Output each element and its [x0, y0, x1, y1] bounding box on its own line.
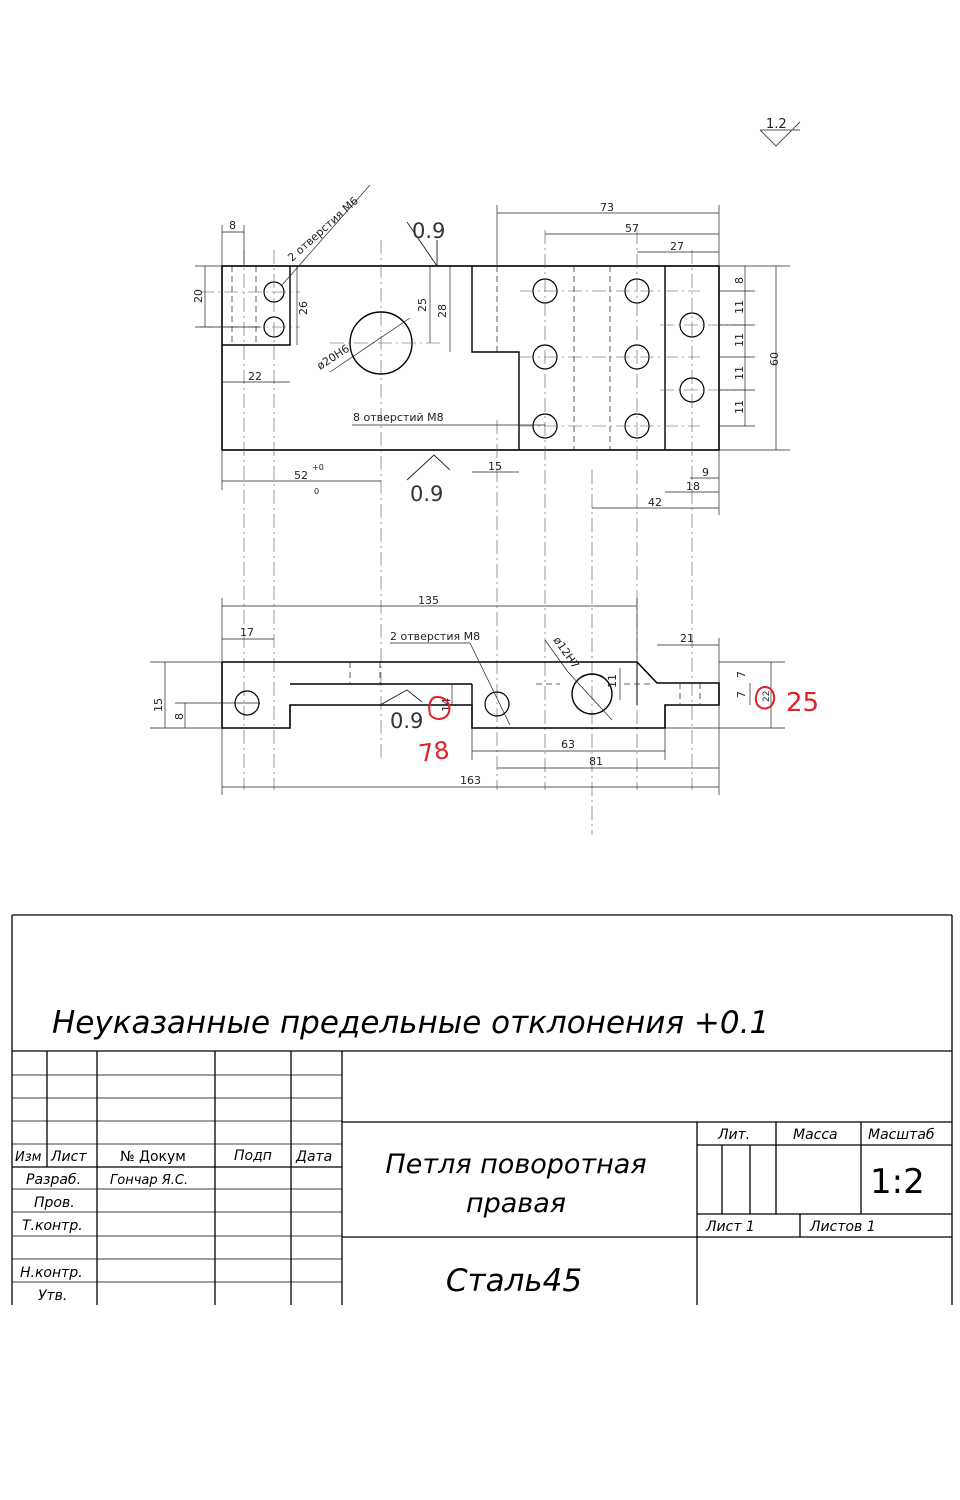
- label-utv: Утв.: [38, 1288, 67, 1304]
- surface-finish-label: 1.2: [766, 117, 787, 132]
- dim-22-front: 22: [762, 691, 772, 702]
- dim-11-a: 11: [733, 300, 746, 314]
- label-tkontr: Т.контр.: [22, 1218, 83, 1234]
- label-data: Дата: [295, 1149, 332, 1165]
- label-lit: Лит.: [717, 1127, 750, 1143]
- dim-20: 20: [192, 289, 205, 303]
- top-view-outline: [221, 265, 720, 451]
- dim-28: 28: [436, 304, 449, 318]
- dim-17: 17: [240, 626, 254, 639]
- label-n-dokum: № Докум: [120, 1149, 186, 1165]
- note-holes-m8: 8 отверстий М8: [353, 411, 444, 424]
- dim-73: 73: [600, 201, 614, 214]
- label-list: Лист: [50, 1149, 87, 1165]
- dim-9: 9: [702, 466, 709, 479]
- dim-57: 57: [625, 222, 639, 235]
- front-bore-label: ø12Н7: [551, 634, 582, 671]
- developer-name: Гончар Я.С.: [110, 1173, 188, 1188]
- dim-11-front: 11: [606, 674, 619, 688]
- surface-finish-symbol: 1.2: [759, 117, 801, 147]
- front-note-holes-m8: 2 отверстия М8: [390, 630, 480, 643]
- label-masshtab: Масштаб: [868, 1127, 935, 1143]
- front-roughness: 0.9: [390, 709, 423, 733]
- title-block-text: Неуказанные предельные отклонения +0.1 И…: [15, 1005, 935, 1304]
- dim-26: 26: [297, 301, 310, 315]
- dim-63: 63: [561, 738, 575, 751]
- part-name-line1: Петля поворотная: [385, 1149, 646, 1180]
- dim-11-c: 11: [733, 366, 746, 380]
- bore-label: ø20Н6: [315, 342, 352, 373]
- label-nkontr: Н.контр.: [20, 1265, 83, 1281]
- label-izm: Изм: [15, 1150, 42, 1165]
- dim-7-a: 7: [735, 671, 748, 678]
- label-prov: Пров.: [34, 1195, 75, 1211]
- dim-42: 42: [648, 496, 662, 509]
- label-podp: Подп: [234, 1148, 272, 1164]
- part-name-line2: правая: [466, 1188, 566, 1219]
- dim-163: 163: [460, 774, 481, 787]
- title-block: [11, 914, 953, 1305]
- material: Сталь45: [446, 1263, 582, 1299]
- dim-22: 22: [248, 370, 262, 383]
- dim-25: 25: [416, 298, 429, 312]
- dim-15: 15: [488, 460, 502, 473]
- dim-11-d: 11: [733, 400, 746, 414]
- dim-7-b: 7: [735, 691, 748, 698]
- roughness-upper: 0.9: [412, 219, 445, 243]
- sheets-total: Листов 1: [809, 1219, 876, 1235]
- dim-81: 81: [589, 755, 603, 768]
- tol-lower: 0: [314, 487, 319, 496]
- front-view-labels: 0.9 2 отверстия М8 ø12Н7 135 17 21 15 8 …: [152, 594, 772, 787]
- red-value-right: 25: [786, 688, 819, 718]
- dim-8: 8: [229, 219, 236, 232]
- label-massa: Масса: [793, 1127, 838, 1143]
- dim-60: 60: [768, 352, 781, 366]
- dim-135: 135: [418, 594, 439, 607]
- dim-27: 27: [670, 240, 684, 253]
- dim-8-right: 8: [733, 277, 746, 284]
- dim-11-b: 11: [733, 333, 746, 347]
- red-value-left: 78: [417, 736, 451, 768]
- dim-52: 52: [294, 469, 308, 482]
- roughness-lower: 0.9: [410, 482, 443, 506]
- sheet-number: Лист 1: [705, 1219, 755, 1235]
- dim-15-front: 15: [152, 698, 165, 712]
- scale-value: 1:2: [870, 1162, 925, 1202]
- label-razrab: Разраб.: [26, 1172, 81, 1188]
- dim-8-front: 8: [173, 713, 186, 720]
- general-tolerance-note: Неуказанные предельные отклонения +0.1: [52, 1005, 769, 1041]
- dim-21: 21: [680, 632, 694, 645]
- top-view: [195, 184, 790, 835]
- front-view: [150, 598, 785, 795]
- red-annotations: 78 25: [417, 685, 819, 768]
- front-view-outline: [221, 661, 720, 729]
- tol-upper: +0: [312, 463, 324, 472]
- dim-18: 18: [686, 480, 700, 493]
- bore-12h7: [571, 673, 613, 715]
- note-holes-m6: 2 отверстия М6: [285, 194, 361, 264]
